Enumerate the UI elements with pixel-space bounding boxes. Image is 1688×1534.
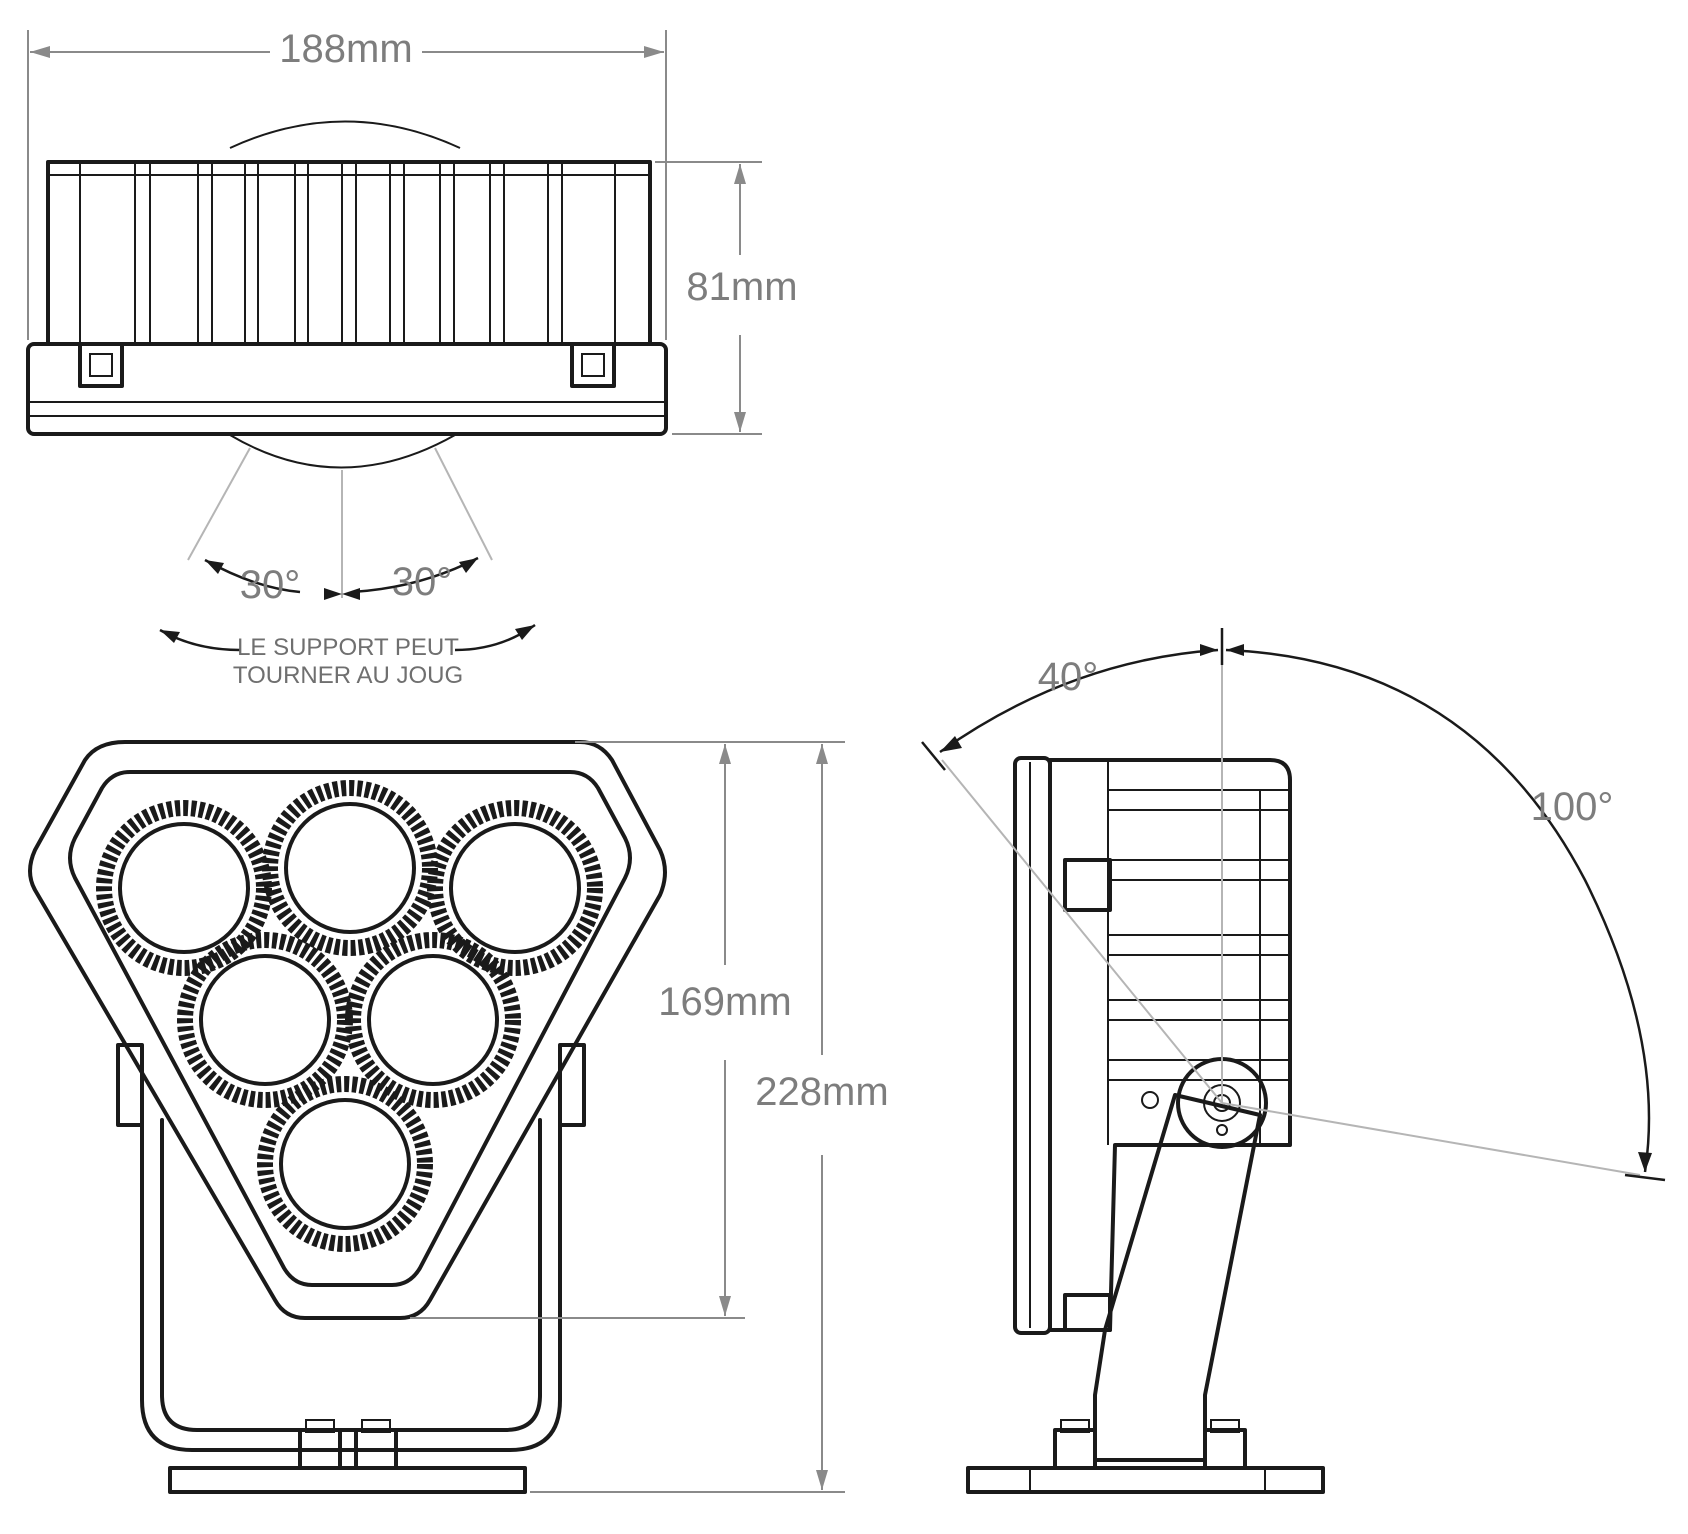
note-line-1: LE SUPPORT PEUT (237, 634, 459, 661)
left-angle-label: 30° (240, 563, 301, 607)
head-inner (68, 770, 632, 1287)
total-height-label: 228mm (755, 1070, 888, 1114)
head-height-dimension: 169mm (410, 741, 792, 1319)
top-height-label: 81mm (686, 265, 797, 309)
front-view (28, 740, 667, 1494)
tilt-annotation: 40° 100° (921, 628, 1666, 1182)
tilt-back-label: 40° (1038, 655, 1099, 699)
mounting-arm (1093, 1093, 1262, 1462)
note-line-2: TOURNER AU JOUG (233, 662, 463, 689)
width-dimension: 188mm (27, 27, 667, 340)
tilt-front-label: 100° (1531, 785, 1614, 829)
side-view (966, 756, 1325, 1494)
total-height-dimension: 228mm (530, 741, 889, 1493)
side-fins (1107, 760, 1290, 1145)
rotation-annotation: 30° 30° LE SUPPORT PEUT TOURNER AU JOUG (159, 447, 536, 689)
led-lenses (96, 780, 603, 1252)
top-view (26, 120, 668, 469)
head-outer (28, 740, 667, 1320)
top-height-dimension: 81mm (655, 161, 798, 435)
right-angle-label: 30° (392, 560, 453, 604)
heat-sink-fins (48, 162, 650, 344)
head-height-label: 169mm (658, 980, 791, 1024)
width-label: 188mm (279, 27, 412, 71)
